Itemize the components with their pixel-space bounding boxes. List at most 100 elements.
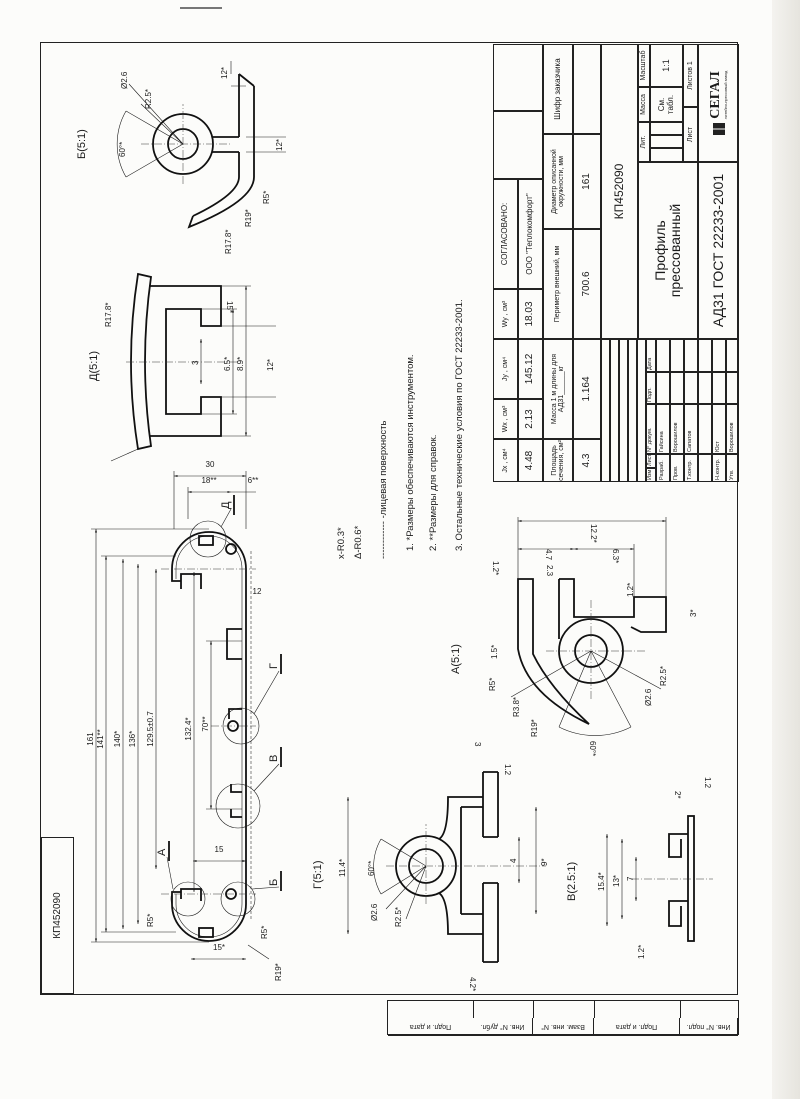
revision-row: [601, 339, 610, 482]
section-view-g: Г(5:1) 11.4* 60°* Ø2.6 R2.5* 4 9* 3: [312, 742, 549, 991]
view-b-dim-d26: Ø2.6: [120, 71, 129, 89]
section-view-d: Д(5:1) R17.8* 15* 3 6.5* 8.9* 12*: [88, 272, 276, 462]
note-2: 2. **Размеры для справок.: [428, 435, 439, 551]
revision-row: [637, 339, 646, 482]
logo-icon: [712, 123, 725, 136]
view-g-dim-12: 1.2: [503, 764, 512, 776]
company-name: СЕГАЛ: [708, 71, 724, 119]
sig-name: Гайсина: [656, 404, 670, 454]
sig-header-sign: Подп.: [646, 372, 656, 404]
view-g-dim-9: 9*: [540, 858, 549, 866]
sig-date-cell: [712, 339, 726, 372]
perimeter-label: Периметр внешний, мм: [543, 229, 573, 339]
view-d-dim-89: 8.9*: [236, 357, 245, 371]
sig-sign-cell: [656, 372, 670, 404]
wy-header: Wy , см³: [493, 289, 518, 339]
view-a-dim-122: 12.2*: [589, 524, 598, 543]
diameter-label: Диаметр описанной окружности, мм: [543, 134, 573, 229]
dim-129-5: 129.5±0.7: [146, 711, 155, 747]
view-b-dim-r19: R19*: [244, 209, 253, 227]
callout-d: Д: [220, 501, 232, 509]
view-b-title: Б(5:1): [76, 129, 88, 159]
detail-circle-a: [170, 881, 206, 917]
archive-strip: Подп. и дата Инв. N° дубл. Взам. инв. N°…: [387, 1000, 739, 1036]
sig-role: Пров.: [670, 454, 684, 482]
view-b-dim-r25: R2.5*: [144, 89, 153, 109]
sig-date-cell: [670, 339, 684, 372]
area-value: 4.3: [573, 439, 601, 482]
jx-value: 4.48: [518, 439, 543, 482]
view-v-dim-7: 7: [626, 876, 635, 881]
strip-divider: [680, 1001, 681, 1018]
drawing-sheet: КП452090: [40, 42, 739, 995]
view-d-dim-65: 6.5*: [223, 357, 232, 371]
detail-circle-d: [189, 520, 227, 558]
dim-30: 30: [206, 460, 215, 469]
customer-code-label: Шифр заказчика: [543, 44, 573, 134]
view-a-dim-23: 2.3: [545, 565, 554, 577]
section-view-v: В(2.5:1) 15.4* 13* 7 1.2 1.2* 2*: [566, 777, 713, 959]
view-a-dim-r19: R19*: [530, 719, 539, 737]
sig-header-change: Изм: [646, 468, 656, 482]
sig-date-cell: [684, 339, 698, 372]
jy-header: Jy , см⁴: [493, 339, 518, 399]
callout-a: А: [156, 848, 168, 856]
view-g-dim-42: 4.2*: [468, 977, 477, 991]
view-g-title: Г(5:1): [312, 860, 324, 889]
dim-141: 141**: [96, 729, 105, 749]
sig-sign-cell: [670, 372, 684, 404]
view-a-dim-r5: R5*: [488, 678, 497, 691]
view-a-dim-r38: R3.8*: [512, 697, 521, 717]
view-b-dim-60: 60°*: [118, 142, 127, 157]
sig-header-doc: N° докум.: [646, 404, 656, 454]
sig-header-sheet: Лист: [646, 454, 656, 468]
dim-136: 136*: [128, 731, 137, 747]
sig-name: Ворошилов: [670, 404, 684, 454]
sig-sign-cell: [684, 372, 698, 404]
sig-name: Ворошилов: [726, 404, 739, 454]
company-subtitle: литейно-прессовый завод: [722, 70, 728, 120]
dim-15-star: 15*: [213, 943, 225, 952]
view-g-dim-114: 11.4*: [338, 859, 347, 877]
agreed-org: ООО "Теплокомфорт": [518, 179, 543, 289]
sheet-label: Лист: [683, 107, 698, 162]
empty-cell: [493, 111, 543, 179]
view-a-dim-47: 4.7: [544, 549, 553, 561]
view-a-dim-63: 6.3*: [611, 549, 620, 563]
view-g-dim-4: 4: [509, 858, 518, 863]
dim-6: 6**: [248, 476, 259, 485]
doc-number: КП452090: [601, 44, 638, 339]
revision-row: [619, 339, 628, 482]
view-b-dim-12-top: 12*: [220, 67, 229, 79]
sig-role: Т.контр.: [684, 454, 698, 482]
view-b-dim-r178: R17.8*: [224, 230, 233, 254]
detail-circle-b: [220, 881, 256, 917]
view-a-dim-12-a: 1.2*: [491, 561, 500, 575]
dim-161: 161: [86, 732, 95, 746]
sig-sign-cell: [698, 372, 712, 404]
section-view-a: А(5:1) 12.2* 6.3* 4.7 2.3 1.2* 1.2* 3* R…: [450, 517, 698, 756]
note-1: 1. *Размеры обеспечиваются инструментом.: [405, 354, 416, 551]
scan-mark: [180, 7, 222, 9]
view-g-dim-60: 60°*: [367, 861, 376, 876]
material: АД31 ГОСТ 22233-2001: [698, 162, 739, 339]
empty-cell: [493, 44, 543, 111]
customer-code-value: [573, 44, 601, 134]
scale-value: 1:1: [650, 44, 683, 87]
revision-row: [610, 339, 619, 482]
perimeter-value: 700.6: [573, 229, 601, 339]
dim-140: 140*: [113, 731, 122, 747]
view-a-dim-12-b: 1.2*: [626, 583, 635, 597]
callout-b: Б: [268, 879, 280, 886]
strip-divider: [473, 1001, 474, 1018]
view-v-dim-13: 13*: [612, 875, 621, 887]
view-a-dim-60: 60°*: [588, 741, 597, 756]
sig-header-date: Дата: [646, 339, 656, 372]
view-d-dim-r178: R17.8*: [104, 303, 113, 327]
sig-name: Юст: [712, 404, 726, 454]
detail-circle-g: [222, 707, 260, 745]
view-d-dim-15: 15*: [225, 301, 234, 313]
dim-18: 18**: [201, 476, 216, 485]
view-v-dim-12: 1.2: [703, 777, 712, 789]
dim-r5: R5*: [146, 914, 155, 927]
